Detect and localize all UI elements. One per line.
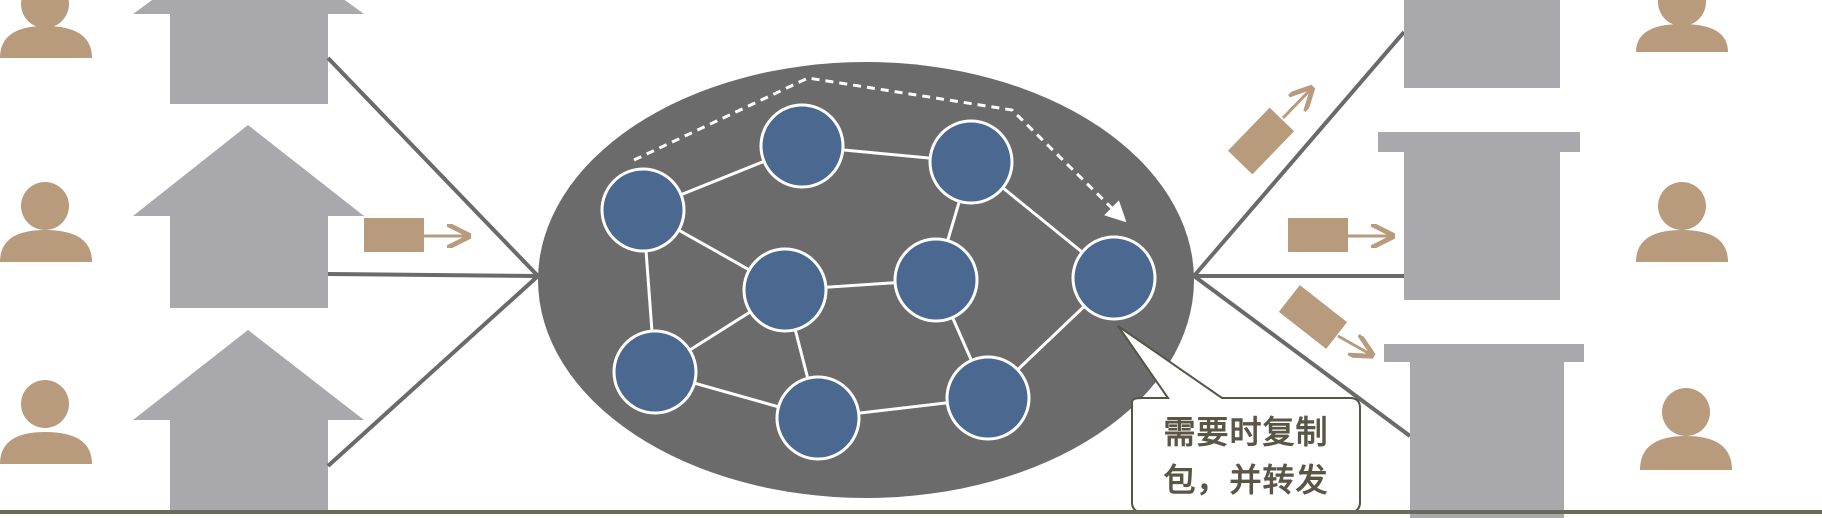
callout-line-1: 需要时复制 xyxy=(1163,413,1329,451)
user-icon xyxy=(0,182,92,262)
user-icon xyxy=(0,380,92,464)
router-node-icon xyxy=(893,237,979,323)
router-node-icon xyxy=(759,103,845,189)
left-users xyxy=(0,0,92,464)
network-cloud xyxy=(538,62,1194,498)
router-node-icon xyxy=(1071,235,1157,321)
building-icon xyxy=(1384,344,1584,518)
house-icon xyxy=(133,0,364,104)
arrow-icon xyxy=(1337,336,1370,354)
router-node-icon xyxy=(600,167,686,253)
right-links xyxy=(1192,30,1412,438)
router-node-icon xyxy=(612,329,698,415)
arrow-icon xyxy=(1281,90,1310,120)
router-node-icon xyxy=(945,355,1031,441)
router-node-icon xyxy=(928,119,1014,205)
packet-icon xyxy=(364,218,424,252)
router-node-icon xyxy=(742,247,828,333)
house-icon xyxy=(133,125,364,308)
right-packets xyxy=(1227,90,1390,354)
user-icon xyxy=(0,0,92,58)
left-packet xyxy=(364,218,466,252)
callout-text: 需要时复制 包，并转发 xyxy=(1140,408,1352,504)
right-users xyxy=(1636,0,1732,470)
router-nodes xyxy=(600,103,1157,461)
right-packet-middle xyxy=(1288,218,1390,252)
callout-line-2: 包，并转发 xyxy=(1163,461,1329,499)
packet-icon xyxy=(1278,285,1348,349)
right-buildings xyxy=(1378,0,1584,518)
user-icon xyxy=(1636,182,1728,262)
user-icon xyxy=(1640,388,1732,470)
packet-icon xyxy=(1288,218,1348,252)
right-packet-top xyxy=(1227,90,1310,175)
router-node-icon xyxy=(775,375,861,461)
building-icon xyxy=(1404,0,1560,88)
packet-icon xyxy=(1227,107,1295,175)
user-icon xyxy=(1636,0,1728,52)
left-houses xyxy=(133,0,364,514)
right-packet-bottom xyxy=(1278,285,1370,354)
left-links xyxy=(326,56,540,468)
building-icon xyxy=(1378,132,1580,300)
packet-path-arrow xyxy=(633,76,1127,223)
house-icon xyxy=(133,330,364,514)
